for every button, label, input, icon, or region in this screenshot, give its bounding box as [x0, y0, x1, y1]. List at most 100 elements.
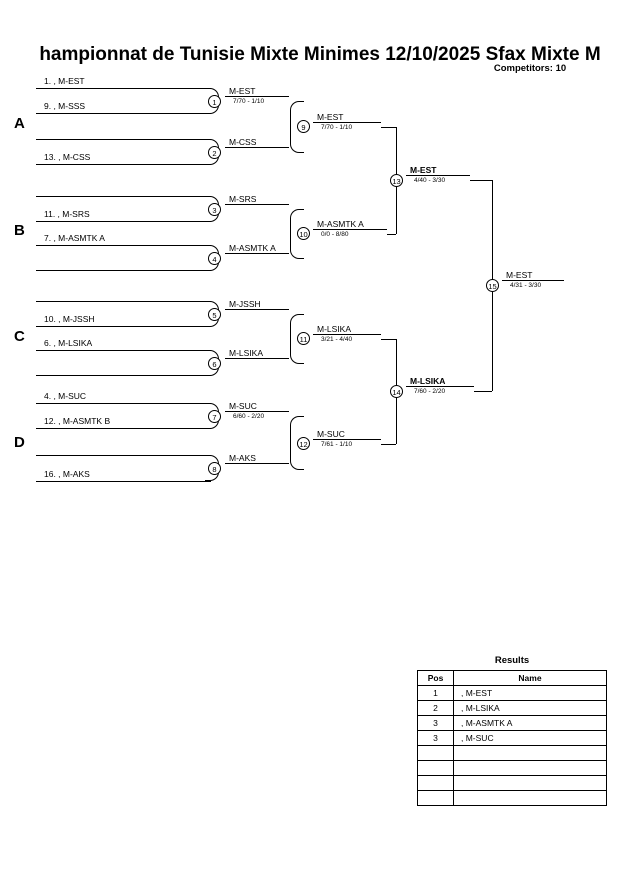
- winner-name: M-LSIKA: [317, 324, 352, 334]
- match-node-2[interactable]: 2: [208, 146, 221, 159]
- entry-rule: [36, 113, 211, 114]
- entry-rule: [36, 350, 211, 351]
- match-node-10[interactable]: 10: [297, 227, 310, 240]
- bracket-connector: [381, 127, 396, 128]
- winner-rule: [225, 96, 289, 97]
- result-name: , M-ASMTK A: [453, 715, 607, 731]
- winner-score: 4/31 - 3/30: [510, 282, 542, 289]
- entry-seed: 13. , M-CSS: [44, 152, 91, 162]
- entry-rule: [36, 245, 211, 246]
- match-node-4[interactable]: 4: [208, 252, 221, 265]
- entry-seed: 4. , M-SUC: [44, 391, 87, 401]
- bracket-connector: [470, 180, 492, 181]
- entry-seed: 6. , M-LSIKA: [44, 338, 93, 348]
- winner-rule: [406, 386, 474, 387]
- match-node-14[interactable]: 14: [390, 385, 403, 398]
- winner-name: M-SUC: [317, 429, 345, 439]
- match-winner-2: M-CSS: [225, 137, 289, 148]
- table-row: [417, 760, 607, 776]
- winner-name: M-AKS: [229, 453, 256, 463]
- match-winner-10: M-ASMTK A 0/0 - 8/80: [313, 219, 387, 239]
- match-node-3[interactable]: 3: [208, 203, 221, 216]
- match-node-13[interactable]: 13: [390, 174, 403, 187]
- entry-rule: [36, 481, 211, 482]
- group-label-a: A: [14, 115, 25, 132]
- winner-score: 7/70 - 1/10: [233, 98, 265, 105]
- winner-name: M-CSS: [229, 137, 257, 147]
- match-winner-7: M-SUC 6/60 - 2/20: [225, 401, 289, 421]
- winner-name: M-EST: [506, 270, 533, 280]
- match-node-6[interactable]: 6: [208, 357, 221, 370]
- result-name: [453, 745, 607, 761]
- entry-seed: 11. , M-SRS: [44, 209, 90, 219]
- entry-seed: 16. , M-AKS: [44, 469, 90, 479]
- winner-rule: [225, 147, 289, 148]
- winner-rule: [406, 175, 470, 176]
- match-node-5[interactable]: 5: [208, 308, 221, 321]
- entry-seed: 7. , M-ASMTK A: [44, 233, 105, 243]
- entry-seed: 10. , M-JSSH: [44, 314, 95, 324]
- winner-rule: [313, 334, 381, 335]
- page-title: hampionnat de Tunisie Mixte Minimes 12/1…: [39, 44, 601, 65]
- winner-score: 0/0 - 8/80: [321, 231, 349, 238]
- winner-score: 7/60 - 2/20: [414, 388, 446, 395]
- bracket-connector: [474, 391, 492, 392]
- result-position: 2: [417, 700, 454, 716]
- result-name: , M-EST: [453, 685, 607, 701]
- group-label-d: D: [14, 434, 25, 451]
- match-node-8[interactable]: 8: [208, 462, 221, 475]
- winner-rule: [225, 358, 289, 359]
- table-row: [417, 745, 607, 761]
- table-row: 1, M-EST: [417, 685, 607, 701]
- result-name: [453, 760, 607, 776]
- entry-rule: [36, 88, 211, 89]
- match-node-15[interactable]: 15: [486, 279, 499, 292]
- match-node-9[interactable]: 9: [297, 120, 310, 133]
- match-winner-8: M-AKS: [225, 453, 289, 464]
- match-node-12[interactable]: 12: [297, 437, 310, 450]
- bracket-connector: [381, 444, 396, 445]
- match-winner-4: M-ASMTK A: [225, 243, 289, 254]
- entry-rule: [36, 196, 211, 197]
- result-position: [417, 745, 454, 761]
- bracket-elbow: [290, 314, 304, 364]
- winner-name: M-SUC: [229, 401, 257, 411]
- match-node-7[interactable]: 7: [208, 410, 221, 423]
- column-header-pos: Pos: [417, 670, 454, 686]
- entry-seed: 12. , M-ASMTK B: [44, 416, 111, 426]
- match-node-1[interactable]: 1: [208, 95, 221, 108]
- table-row: 3, M-ASMTK A: [417, 715, 607, 731]
- match-winner-14: M-LSIKA 7/60 - 2/20: [406, 376, 474, 396]
- bracket-connector: [387, 234, 396, 235]
- winner-rule: [225, 204, 289, 205]
- bracket-elbow: [290, 416, 304, 470]
- entry-rule: [36, 139, 211, 140]
- match-node-11[interactable]: 11: [297, 332, 310, 345]
- match-winner-5: M-JSSH: [225, 299, 289, 310]
- result-position: 3: [417, 730, 454, 746]
- match-winner-1: M-EST 7/70 - 1/10: [225, 86, 289, 106]
- table-row: [417, 790, 607, 806]
- bracket-elbow: [290, 209, 304, 259]
- winner-name: M-ASMTK A: [317, 219, 364, 229]
- table-row: 2, M-LSIKA: [417, 700, 607, 716]
- table-row: 3, M-SUC: [417, 730, 607, 746]
- winner-score: 4/40 - 3/30: [414, 177, 446, 184]
- column-header-name: Name: [453, 670, 607, 686]
- result-name: , M-LSIKA: [453, 700, 607, 716]
- result-name: [453, 775, 607, 791]
- result-position: 3: [417, 715, 454, 731]
- winner-score: 3/21 - 4/40: [321, 336, 353, 343]
- result-position: [417, 790, 454, 806]
- results-title: Results: [494, 655, 530, 666]
- bracket-elbow: [290, 101, 304, 153]
- result-name: , M-SUC: [453, 730, 607, 746]
- result-name: [453, 790, 607, 806]
- entry-seed: 9. , M-SSS: [44, 101, 86, 111]
- table-row: [417, 775, 607, 791]
- winner-rule: [225, 411, 289, 412]
- bracket-connector: [381, 339, 396, 340]
